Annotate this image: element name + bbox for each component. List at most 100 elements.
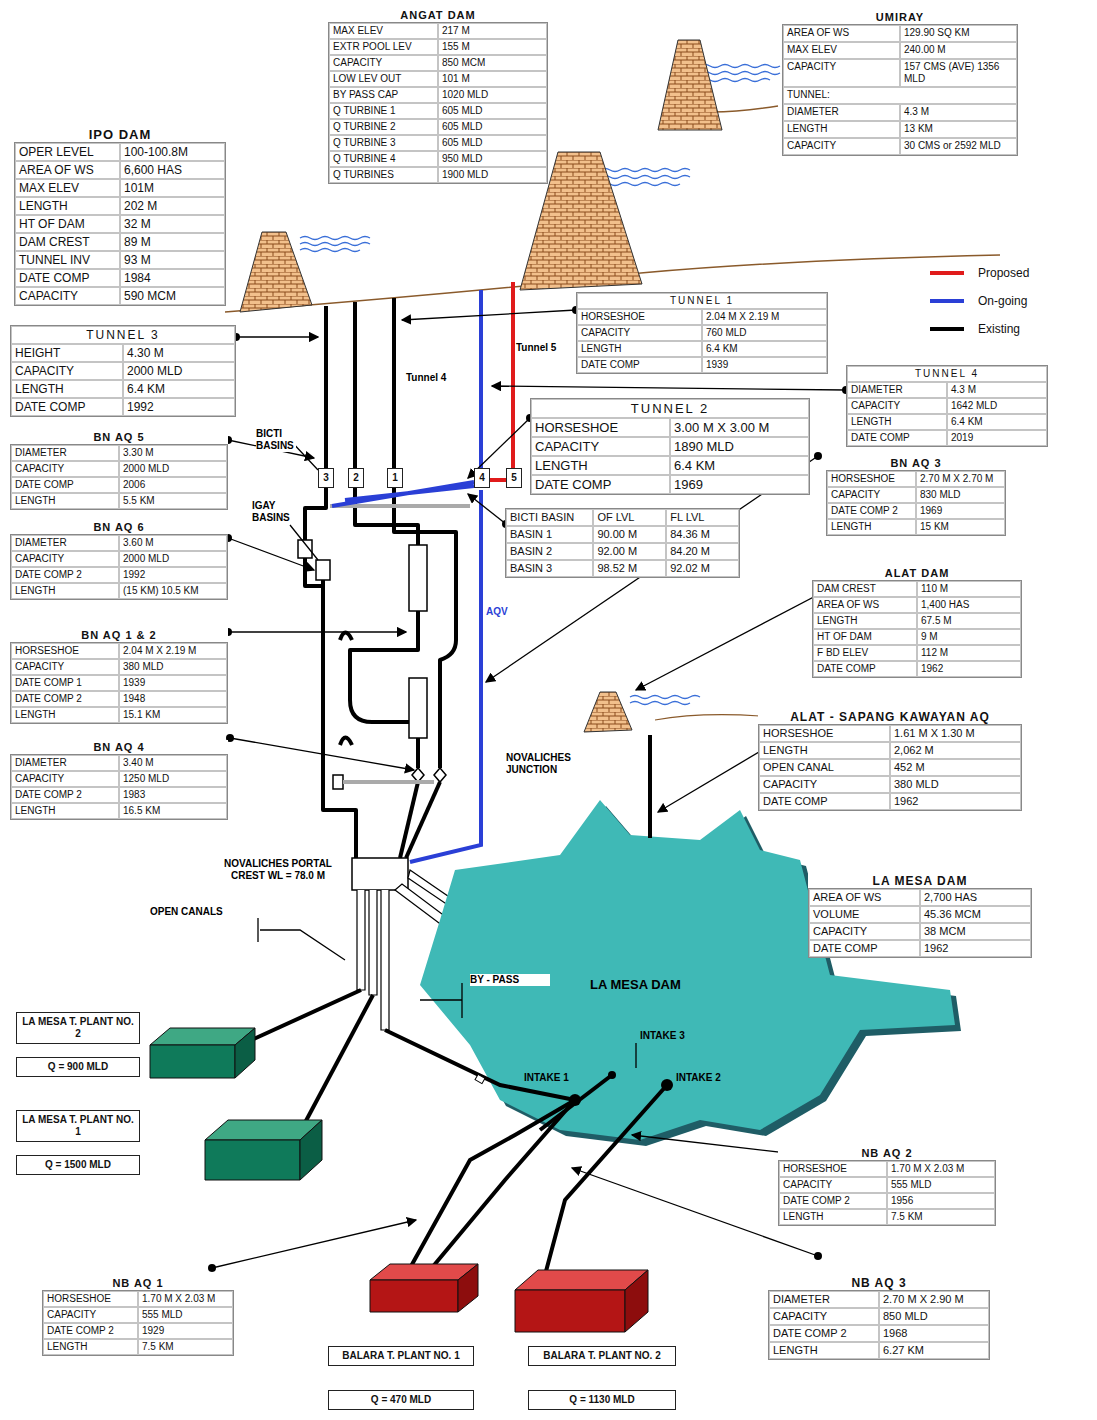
table-cell: HORSESHOE [43,1291,138,1307]
table-cell: CAPACITY [847,398,947,414]
table-cell: 4.30 M [123,344,235,362]
table-heading: BN AQ 6 [10,520,228,534]
table-heading: BN AQ 5 [10,430,228,444]
table-cell: 84.36 M [666,526,739,543]
label-box: Q = 900 MLD [16,1057,140,1077]
table-heading: IPO DAM [14,128,226,142]
table-cell: 2.04 M X 2.19 M [119,643,227,659]
table-cell: LENGTH [769,1342,879,1359]
data-table: ALAT DAMDAM CREST110 MAREA OF WS1,400 HA… [812,566,1022,678]
table-cell: 2.70 M X 2.70 M [916,471,1005,487]
table-cell: 13 KM [900,121,1017,138]
table-cell: F BD ELEV [813,645,917,661]
table-cell: DIAMETER [783,104,900,121]
table-cell: DIAMETER [11,445,119,461]
label-text: Q = 900 MLD [16,1057,140,1077]
table-cell: 1,400 HAS [917,597,1021,613]
table-cell: DATE COMP 2 [43,1323,138,1339]
table-cell: 16.5 KM [119,803,227,819]
table-cell: 92.00 M [593,543,666,560]
table-cell: DATE COMP [531,475,670,494]
table-cell: DATE COMP [759,793,890,810]
table-cell: 6,600 HAS [120,161,225,179]
table-cell: 30 CMS or 2592 MLD [900,138,1017,155]
table-cell: 3.40 M [119,755,227,771]
table-cell: 157 CMS (AVE) 1356 MLD [900,59,1017,87]
table-cell: Q TURBINE 4 [329,151,438,167]
table-cell: 1.70 M X 2.03 M [138,1291,233,1307]
table-cell: CAPACITY [43,1307,138,1323]
table-cell: 452 M [890,759,1021,776]
table-cell: DIAMETER [11,535,119,551]
table-cell: DAM CREST [813,581,917,597]
table-cell: 2,700 HAS [920,889,1031,906]
table-cell: TUNNEL 3 [11,326,235,344]
table-cell: VOLUME [809,906,920,923]
table-cell: TUNNEL 1 [577,293,827,309]
table-heading: ANGAT DAM [328,8,548,22]
table-cell: 93 M [120,251,225,269]
table-cell: AREA OF WS [809,889,920,906]
table-cell: 850 MLD [879,1308,989,1325]
label-text: BALARA T. PLANT NO. 1 [328,1346,474,1366]
data-table: TUNNEL 1HORSESHOE2.04 M X 2.19 MCAPACITY… [576,292,828,374]
table-grid: DIAMETER3.60 MCAPACITY2000 MLDDATE COMP … [10,534,228,600]
table-cell: 850 MCM [438,55,547,71]
label-box: LA MESA T. PLANT NO. 2 [16,1012,140,1044]
table-cell: 217 M [438,23,547,39]
table-grid: TUNNEL 2HORSESHOE3.00 M X 3.00 MCAPACITY… [530,398,810,495]
table-cell: EXTR POOL LEV [329,39,438,55]
table-cell: 32 M [120,215,225,233]
table-grid: AREA OF WS2,700 HASVOLUME45.36 MCMCAPACI… [808,888,1032,958]
table-cell: HORSESHOE [577,309,702,325]
label-box: 2 [348,468,364,488]
table-cell: HORSESHOE [531,418,670,437]
table-cell: 6.27 KM [879,1342,989,1359]
legend-text: Existing [978,322,1020,336]
table-cell: 2.70 M X 2.90 M [879,1291,989,1308]
table-cell: 6.4 KM [670,456,809,475]
table-cell: 15 KM [916,519,1005,535]
table-cell: 950 MLD [438,151,547,167]
table-cell: 1900 MLD [438,167,547,183]
table-cell: BY PASS CAP [329,87,438,103]
label-box: 5 [506,468,522,488]
callout-label: Tunnel 4 [406,372,466,384]
table-cell: LENGTH [577,341,702,357]
table-cell: LENGTH [827,519,916,535]
table-grid: DIAMETER2.70 M X 2.90 MCAPACITY850 MLDDA… [768,1290,990,1360]
table-heading: LA MESA DAM [808,874,1032,888]
table-cell: 605 MLD [438,103,547,119]
table-cell: 555 MLD [138,1307,233,1323]
table-heading: NB AQ 1 [42,1276,234,1290]
table-heading: BN AQ 3 [826,456,1006,470]
table-cell: DATE COMP 2 [11,691,119,707]
table-cell: LENGTH [11,493,119,509]
table-cell: 1962 [920,940,1031,957]
table-cell: 84.20 M [666,543,739,560]
label-text: 1 [387,468,403,488]
data-table: ANGAT DAMMAX ELEV217 MEXTR POOL LEV155 M… [328,8,548,184]
table-grid: AREA OF WS129.90 SQ KMMAX ELEV240.00 MCA… [782,24,1018,156]
data-table: UMIRAYAREA OF WS129.90 SQ KMMAX ELEV240.… [782,10,1018,156]
table-cell: (15 KM) 10.5 KM [119,583,227,599]
table-cell: LENGTH [11,803,119,819]
legend-swatch [930,327,964,331]
table-cell: 605 MLD [438,135,547,151]
table-cell: CAPACITY [531,437,670,456]
table-cell: 15.1 KM [119,707,227,723]
data-table: ALAT - SAPANG KAWAYAN AQHORSESHOE1.61 M … [758,710,1022,811]
table-cell: LENGTH [783,121,900,138]
table-cell: 2000 MLD [123,362,235,380]
table-cell: 6.4 KM [123,380,235,398]
label-text: 5 [506,468,522,488]
table-cell: BASIN 2 [506,543,593,560]
table-cell: Q TURBINE 3 [329,135,438,151]
table-grid: OPER LEVEL100-100.8MAREA OF WS6,600 HASM… [14,142,226,306]
table-cell: 2,062 M [890,742,1021,759]
table-grid: HORSESHOE2.04 M X 2.19 MCAPACITY380 MLDD… [10,642,228,724]
table-cell: 760 MLD [702,325,827,341]
table-cell: CAPACITY [15,287,120,305]
table-cell: 555 MLD [887,1177,995,1193]
table-cell: 4.3 M [900,104,1017,121]
